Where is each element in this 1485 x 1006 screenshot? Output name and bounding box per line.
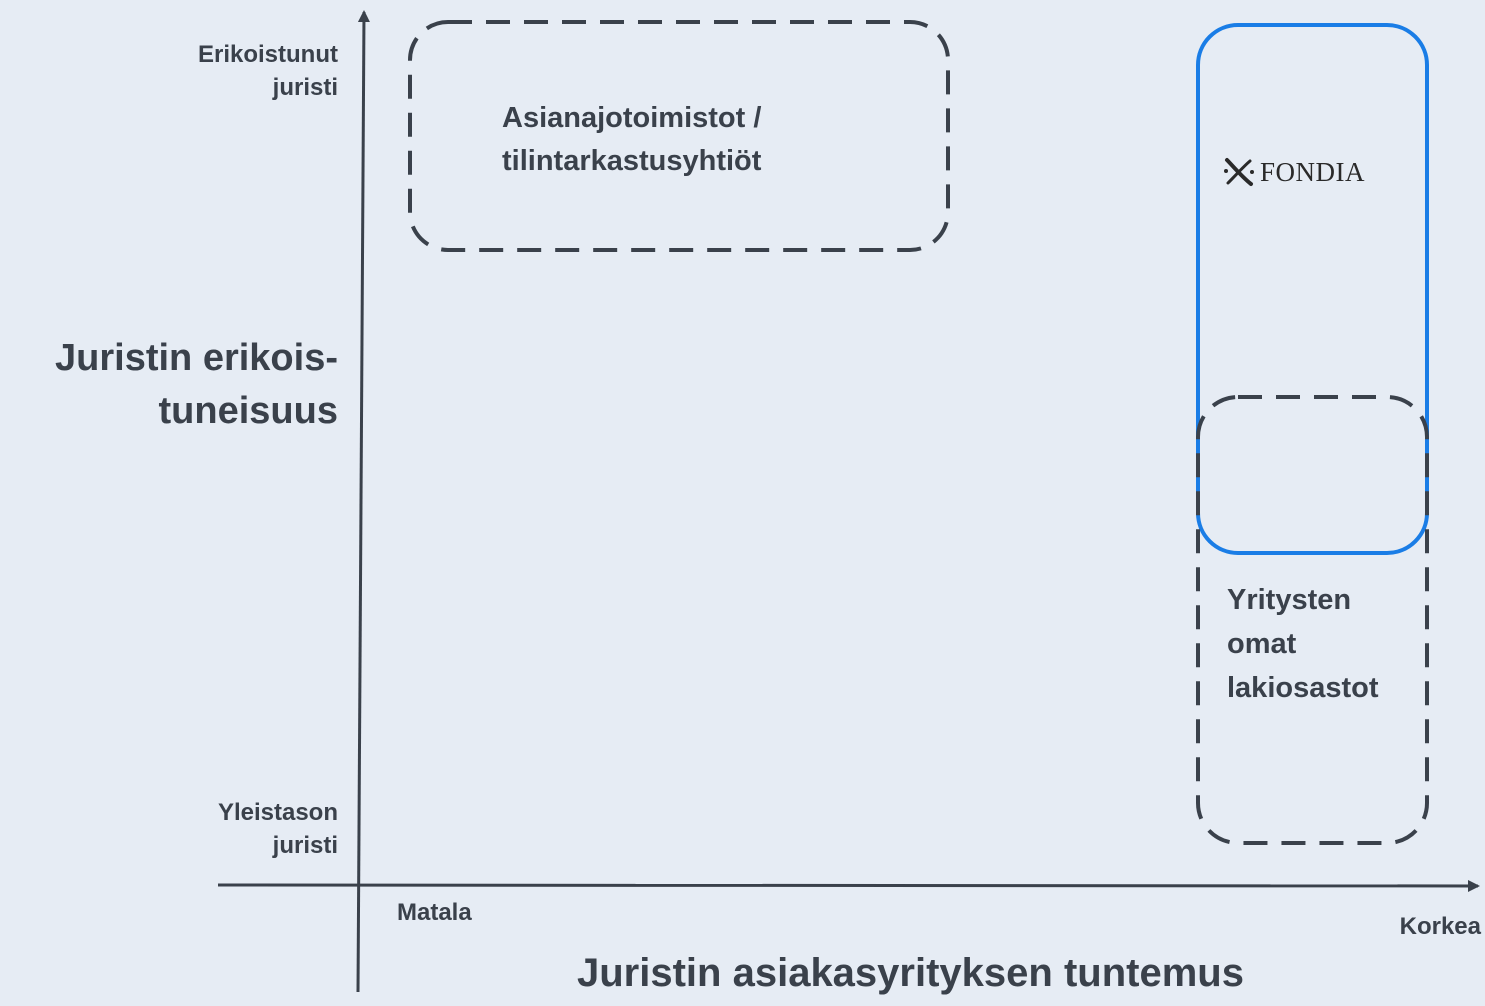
y-axis-title: Juristin erikois- tuneisuus xyxy=(55,337,338,432)
in-house-label: Yritysten omat lakiosastot xyxy=(1227,584,1379,704)
fondia-logo: FONDIA xyxy=(1222,150,1365,194)
x-axis xyxy=(217,879,1480,892)
x-axis-low-label: Matala xyxy=(397,899,472,926)
x-axis-high-label: Korkea xyxy=(1399,913,1481,940)
y-axis-top-label: Erikoistunut juristi xyxy=(197,41,338,101)
y-axis-bottom-label: Yleistason juristi xyxy=(217,799,338,859)
law-firms-region xyxy=(408,20,950,252)
law-firms-label: Asianajotoimistot / tilintarkastusyhtiöt xyxy=(502,102,762,177)
fondia-logo-text: FONDIA xyxy=(1260,156,1366,187)
in-house-region xyxy=(1196,395,1429,845)
x-axis-title: Juristin asiakasyrityksen tuntemus xyxy=(577,951,1244,995)
fondia-x-mark-icon xyxy=(1224,158,1254,186)
y-axis xyxy=(356,10,370,993)
fondia-region xyxy=(1196,23,1429,555)
